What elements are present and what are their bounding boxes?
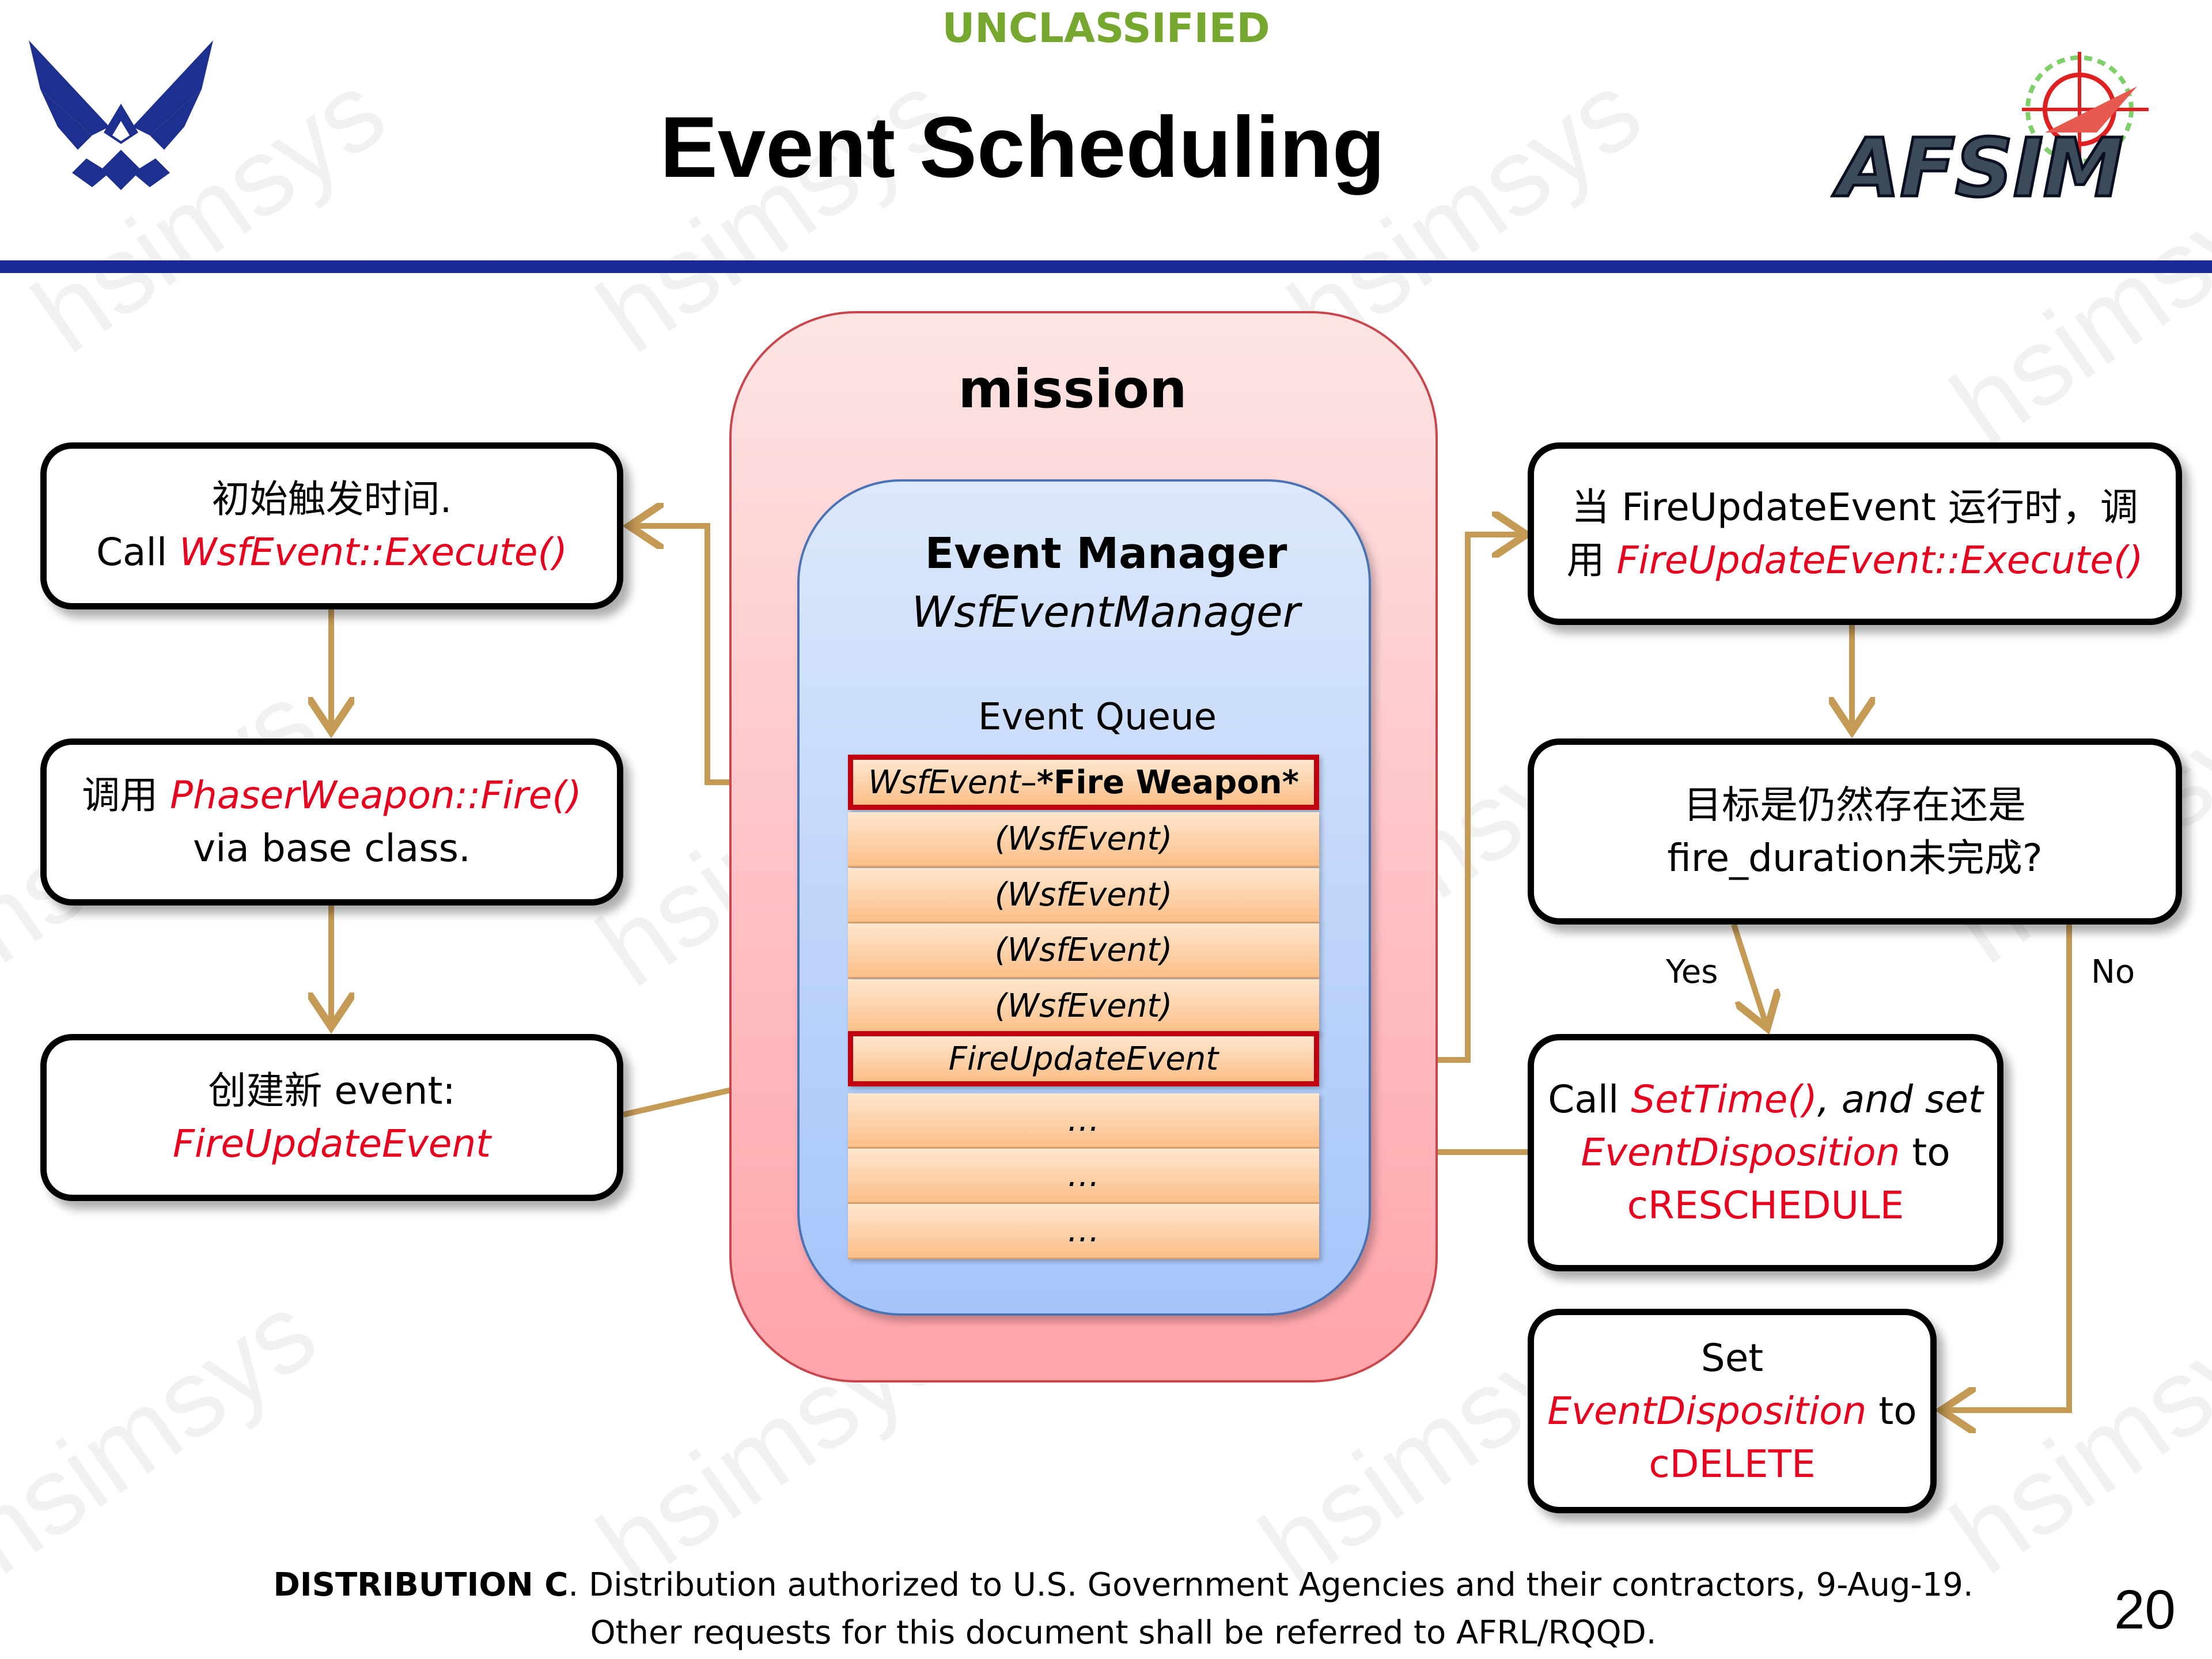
queue-item: … [848, 1204, 1319, 1259]
execute-box-line2: Call WsfEvent::Execute() [96, 526, 567, 579]
reschedule-box-line2: EventDisposition to [1581, 1126, 1950, 1179]
delete-box-line2: EventDisposition to [1547, 1385, 1916, 1438]
fire-box: 调用 PhaserWeapon::Fire() via base class. [40, 738, 623, 906]
check-box-line1: 目标是仍然存在还是 [1684, 782, 2026, 827]
reschedule-box-line1: Call SetTime(), and set [1548, 1073, 1983, 1126]
reschedule-call: Call [1548, 1077, 1631, 1122]
queue-item-bold: *Fire Weapon* [1036, 763, 1299, 801]
mission-label: mission [958, 358, 1187, 420]
distribution-statement: DISTRIBUTION C. Distribution authorized … [0, 1562, 2212, 1608]
queue-item: (WsfEvent) [848, 923, 1319, 979]
reschedule-box: Call SetTime(), and set EventDisposition… [1528, 1034, 2003, 1271]
delete-box: Set EventDisposition to cDELETE [1528, 1309, 1937, 1513]
check-box-line2: fire_duration未完成? [1667, 835, 2043, 880]
execute-method: WsfEvent::Execute() [179, 530, 568, 574]
event-manager-class: WsfEventManager [911, 588, 1301, 637]
settime-method: SetTime() [1631, 1077, 1817, 1122]
delete-box-line1: Set [1700, 1335, 1764, 1380]
classification-banner: UNCLASSIFIED [942, 5, 1270, 52]
fire-box-line1: 调用 PhaserWeapon::Fire() [82, 769, 582, 822]
arrow-check-no [1941, 925, 2072, 1410]
execute-box: 初始触发时间. Call WsfEvent::Execute() [40, 442, 623, 609]
queue-item-dash: – [1020, 763, 1037, 801]
queue-item-fire-update: FireUpdateEvent [848, 1031, 1319, 1086]
reschedule-disposition: EventDisposition [1581, 1130, 1900, 1175]
header-rule [0, 260, 2212, 273]
arrow-check-yes [1731, 923, 1767, 1028]
queue-item: (WsfEvent) [848, 812, 1319, 868]
reschedule-mid: , and set [1817, 1077, 1983, 1122]
page-number: 20 [2114, 1579, 2176, 1641]
create-event-name: FireUpdateEvent [172, 1122, 491, 1166]
page-title: Event Scheduling [660, 99, 1385, 195]
update-execute-box: 当 FireUpdateEvent 运行时，调 用 FireUpdateEven… [1528, 442, 2182, 625]
distribution-label: DISTRIBUTION C [273, 1566, 569, 1604]
reschedule-value: cRESCHEDULE [1627, 1183, 1904, 1228]
event-queue-label: Event Queue [978, 696, 1217, 738]
fire-method: PhaserWeapon::Fire() [170, 773, 582, 817]
event-manager-label: Event Manager [925, 529, 1287, 578]
queue-item-fire-weapon: WsfEvent – *Fire Weapon* [848, 755, 1319, 810]
queue-item-event: WsfEvent [868, 763, 1021, 801]
execute-box-call: Call [96, 530, 180, 574]
fire-box-line2: via base class. [193, 826, 471, 870]
delete-value: cDELETE [1649, 1441, 1816, 1486]
create-event-box: 创建新 event: FireUpdateEvent [40, 1034, 623, 1201]
check-box: 目标是仍然存在还是 fire_duration未完成? [1528, 738, 2182, 925]
update-execute-method: FireUpdateEvent::Execute() [1616, 537, 2143, 582]
air-force-wings-logo [29, 40, 213, 190]
update-box-line2: 用 FireUpdateEvent::Execute() [1566, 534, 2143, 587]
delete-to: to [1866, 1388, 1917, 1433]
yes-label: Yes [1666, 953, 1718, 991]
execute-box-line1: 初始触发时间. [211, 477, 452, 521]
reschedule-to: to [1900, 1130, 1950, 1175]
queue-item: (WsfEvent) [848, 979, 1319, 1035]
queue-item: (WsfEvent) [848, 868, 1319, 923]
create-box-line1: 创建新 event: [208, 1069, 456, 1113]
distribution-line1: . Distribution authorized to U.S. Govern… [568, 1566, 1974, 1604]
queue-item: … [848, 1149, 1319, 1204]
afsim-logo: AFSIM [1831, 52, 2149, 213]
afsim-logo-text: AFSIM [1832, 122, 2123, 213]
distribution-statement-line2: Other requests for this document shall b… [590, 1614, 1657, 1652]
update-box-line1: 当 FireUpdateEvent 运行时，调 [1571, 484, 2138, 529]
delete-disposition: EventDisposition [1547, 1388, 1867, 1433]
fire-box-prefix: 调用 [82, 773, 171, 817]
no-label: No [2091, 953, 2135, 991]
queue-item: … [848, 1093, 1319, 1149]
update-box-prefix2: 用 [1566, 537, 1617, 582]
